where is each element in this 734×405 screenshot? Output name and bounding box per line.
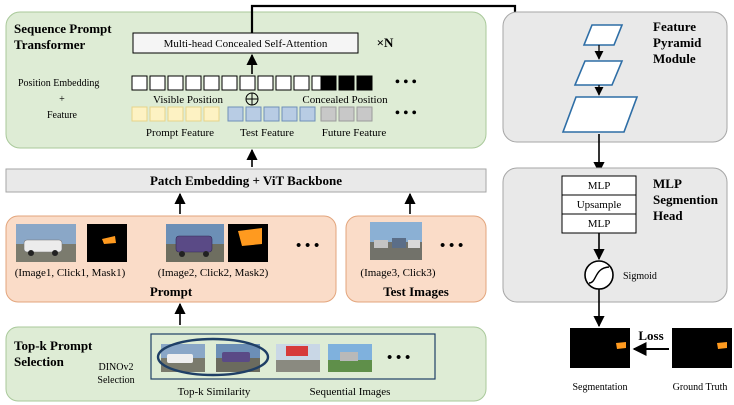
visible-position-token (167, 75, 184, 91)
test-feature-token (299, 106, 316, 122)
test-images-ellipsis: • • • (440, 238, 463, 254)
topk-selection-ellipse (156, 337, 270, 377)
topk-similarity-label: Top-k Similarity (178, 386, 251, 398)
backbone-label: Patch Embedding + ViT Backbone (150, 173, 342, 188)
sigmoid-label: Sigmoid (623, 271, 657, 282)
concealed-position-label: Concealed Position (302, 94, 388, 106)
prompt-image-1 (16, 224, 76, 262)
test-images-title: Test Images (383, 284, 449, 299)
visible-position-label: Visible Position (153, 94, 223, 106)
prompt-mask-1 (87, 224, 127, 262)
prompt-feature-token (167, 106, 184, 122)
visible-position-token (149, 75, 166, 91)
visible-position-token (275, 75, 292, 91)
mlp-head-panel: MLP Upsample MLP MLP Segmention Head Sig… (502, 167, 728, 303)
prompt-feature-token (203, 106, 220, 122)
prompt-mask-2 (228, 224, 268, 262)
test-feature-label: Test Feature (240, 127, 294, 139)
fpn-level-medium (573, 60, 624, 86)
position-label-line3: Feature (47, 110, 78, 121)
sequential-images-label: Sequential Images (310, 386, 391, 398)
future-feature-token (320, 106, 337, 122)
candidate-image (216, 344, 260, 372)
prompt-panel: • • • (Image1, Click1, Mask1) (Image2, C… (5, 215, 337, 303)
dinov2-label-line1: DINOv2 (99, 362, 134, 373)
repeat-label: ×N (377, 35, 394, 50)
prompt-feature-token (185, 106, 202, 122)
ground-truth-label: Ground Truth (673, 382, 728, 393)
segmentation-output (570, 328, 630, 368)
position-ellipsis: • • • (395, 75, 417, 90)
concealed-position-token (320, 75, 337, 91)
test-feature-token (263, 106, 280, 122)
feature-token-row (131, 106, 373, 122)
candidate-image (328, 344, 372, 372)
candidate-strip (150, 333, 436, 380)
visible-position-token (293, 75, 310, 91)
mlp-head-title-line2: Segmention (653, 192, 719, 207)
test-images-caption: (Image3, Click3) (360, 267, 435, 279)
mlp-head-title-line3: Head (653, 208, 683, 223)
topk-title-line1: Top-k Prompt (14, 338, 93, 353)
visible-position-token (257, 75, 274, 91)
prompt-pair2-caption: (Image2, Click2, Mask2) (158, 267, 269, 279)
concealed-position-token (338, 75, 355, 91)
prompt-title: Prompt (150, 284, 193, 299)
concealed-position-token (356, 75, 373, 91)
mlp-head-title-line1: MLP (653, 176, 682, 191)
prompt-feature-label: Prompt Feature (146, 127, 214, 139)
test-image-3 (370, 222, 422, 260)
fpn-panel: Feature Pyramid Module (502, 11, 728, 143)
attention-label: Multi-head Concealed Self-Attention (164, 38, 328, 50)
candidate-image (276, 344, 320, 372)
visible-position-token (239, 75, 256, 91)
transformer-title-line2: Transformer (14, 37, 85, 52)
fpn-level-large (561, 96, 639, 133)
future-feature-token (338, 106, 355, 122)
position-label-line2: + (59, 94, 65, 105)
backbone-bar (5, 168, 487, 193)
test-feature-token (245, 106, 262, 122)
prompt-image-2 (166, 224, 224, 262)
visible-position-token (185, 75, 202, 91)
test-feature-token (227, 106, 244, 122)
topk-panel: Top-k Prompt Selection DINOv2 Selection … (5, 326, 487, 402)
loss-label: Loss (638, 328, 663, 343)
transformer-panel: Sequence Prompt Transformer Multi-head C… (5, 11, 487, 149)
attention-box (132, 32, 359, 54)
fpn-level-small (582, 24, 624, 46)
fpn-title-line1: Feature (653, 19, 696, 34)
visible-position-token (221, 75, 238, 91)
visible-position-token (131, 75, 148, 91)
sigmoid-icon (584, 260, 614, 290)
future-feature-token (356, 106, 373, 122)
visible-position-token (203, 75, 220, 91)
test-feature-token (281, 106, 298, 122)
prompt-feature-token (131, 106, 148, 122)
position-token-row (131, 75, 373, 91)
mlp-block-2-label: MLP (588, 218, 611, 230)
candidate-ellipsis: • • • (387, 350, 410, 366)
prompt-ellipsis: • • • (296, 238, 319, 254)
test-images-panel: • • • (Image3, Click3) Test Images (345, 215, 487, 303)
feature-ellipsis: • • • (395, 106, 417, 121)
position-label-line1: Position Embedding (18, 78, 99, 89)
ground-truth-mask (672, 328, 732, 368)
fpn-title-line2: Pyramid (653, 35, 702, 50)
topk-title-line2: Selection (14, 354, 65, 369)
fpn-title-line3: Module (653, 51, 696, 66)
mlp-head-background (502, 167, 728, 303)
transformer-title-line1: Sequence Prompt (14, 21, 112, 36)
prompt-feature-token (149, 106, 166, 122)
future-feature-label: Future Feature (322, 127, 387, 139)
add-operator-icon (245, 92, 259, 106)
mlp-block-1-label: MLP (588, 180, 611, 192)
segmentation-label: Segmentation (573, 382, 628, 393)
prompt-pair1-caption: (Image1, Click1, Mask1) (15, 267, 126, 279)
dinov2-label-line2: Selection (97, 375, 134, 386)
upsample-block-label: Upsample (577, 199, 622, 211)
